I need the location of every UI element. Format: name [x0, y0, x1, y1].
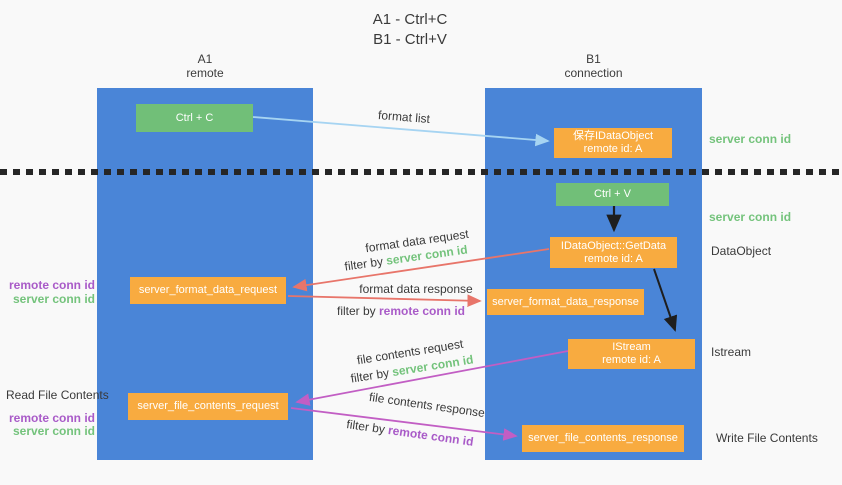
- side-label-read-file-contents: Read File Contents: [6, 388, 109, 402]
- side-label-write-file-contents: Write File Contents: [716, 431, 818, 445]
- node-server-format-data-response-label: server_format_data_response: [492, 295, 639, 308]
- title-line-2: B1 - Ctrl+V: [373, 31, 447, 48]
- lane-header-b1: B1 connection: [485, 52, 702, 80]
- side-label-istream: Istream: [711, 345, 752, 359]
- filter-prefix: filter by: [349, 365, 394, 386]
- remote-conn-id-keyword: remote conn id: [379, 304, 466, 318]
- node-server-file-contents-response-label: server_file_contents_response: [528, 432, 678, 444]
- node-ctrl-c: Ctrl + C: [136, 104, 253, 132]
- side-label-server-conn-id-left-1: server conn id: [12, 292, 95, 306]
- filter-prefix: filter by: [343, 253, 388, 274]
- node-server-file-contents-request: server_file_contents_request: [128, 393, 288, 420]
- side-label-remote-conn-id-2: remote conn id: [8, 411, 95, 425]
- node-idataobject-getdata: IDataObject::GetData remote id: A: [550, 237, 677, 268]
- node-ctrl-v: Ctrl + V: [556, 183, 669, 206]
- side-label-server-conn-id-top: server conn id: [709, 132, 792, 146]
- edge-label-file-contents-response: file contents response: [368, 389, 486, 421]
- edge-label-format-list: format list: [377, 107, 431, 127]
- edge-label-filter-by-remote-conn-id-1: filter by remote conn id: [337, 304, 465, 318]
- node-istream-line2: remote id: A: [602, 354, 661, 366]
- edge-label-format-data-response: format data response: [359, 282, 473, 296]
- node-server-format-data-request: server_format_data_request: [130, 277, 286, 304]
- side-label-remote-conn-id-1: remote conn id: [8, 278, 95, 292]
- node-save-idataobject-line2: remote id: A: [583, 143, 643, 155]
- node-ctrl-c-label: Ctrl + C: [175, 111, 214, 124]
- arrow-format-data-response: [287, 294, 482, 307]
- node-idataobject-getdata-line2: remote id: A: [584, 252, 643, 265]
- title-line-1: A1 - Ctrl+C: [372, 11, 448, 28]
- copy-paste-divider-dotted-line: [0, 169, 842, 175]
- remote-conn-id-keyword: remote conn id: [387, 423, 475, 449]
- node-istream-line1: IStream: [612, 341, 651, 353]
- node-server-file-contents-request-label: server_file_contents_request: [137, 400, 279, 412]
- node-server-format-data-response: server_format_data_response: [487, 289, 644, 315]
- side-label-dataobject: DataObject: [711, 244, 772, 258]
- lane-b1-subtitle: connection: [564, 66, 623, 80]
- filter-prefix: filter by: [336, 304, 379, 318]
- lane-a1-subtitle: remote: [186, 66, 224, 80]
- node-save-idataobject: 保存IDataObject remote id: A: [554, 128, 672, 158]
- diagram-title: A1 - Ctrl+C B1 - Ctrl+V: [290, 10, 530, 50]
- lane-a1-name: A1: [197, 52, 213, 66]
- side-label-server-conn-id-mid: server conn id: [709, 210, 792, 224]
- node-idataobject-getdata-line1: IDataObject::GetData: [560, 239, 667, 252]
- lane-b1-name: B1: [586, 52, 601, 66]
- lane-header-a1: A1 remote: [97, 52, 313, 80]
- node-istream: IStream remote id: A: [568, 339, 695, 369]
- filter-prefix: filter by: [345, 417, 390, 437]
- edge-label-filter-by-remote-conn-id-2: filter by remote conn id: [346, 417, 475, 449]
- node-ctrl-v-label: Ctrl + V: [594, 188, 631, 200]
- node-server-file-contents-response: server_file_contents_response: [522, 425, 684, 452]
- node-server-format-data-request-label: server_format_data_request: [138, 284, 278, 296]
- side-label-server-conn-id-left-2: server conn id: [12, 424, 95, 438]
- node-save-idataobject-line1: 保存IDataObject: [572, 130, 654, 142]
